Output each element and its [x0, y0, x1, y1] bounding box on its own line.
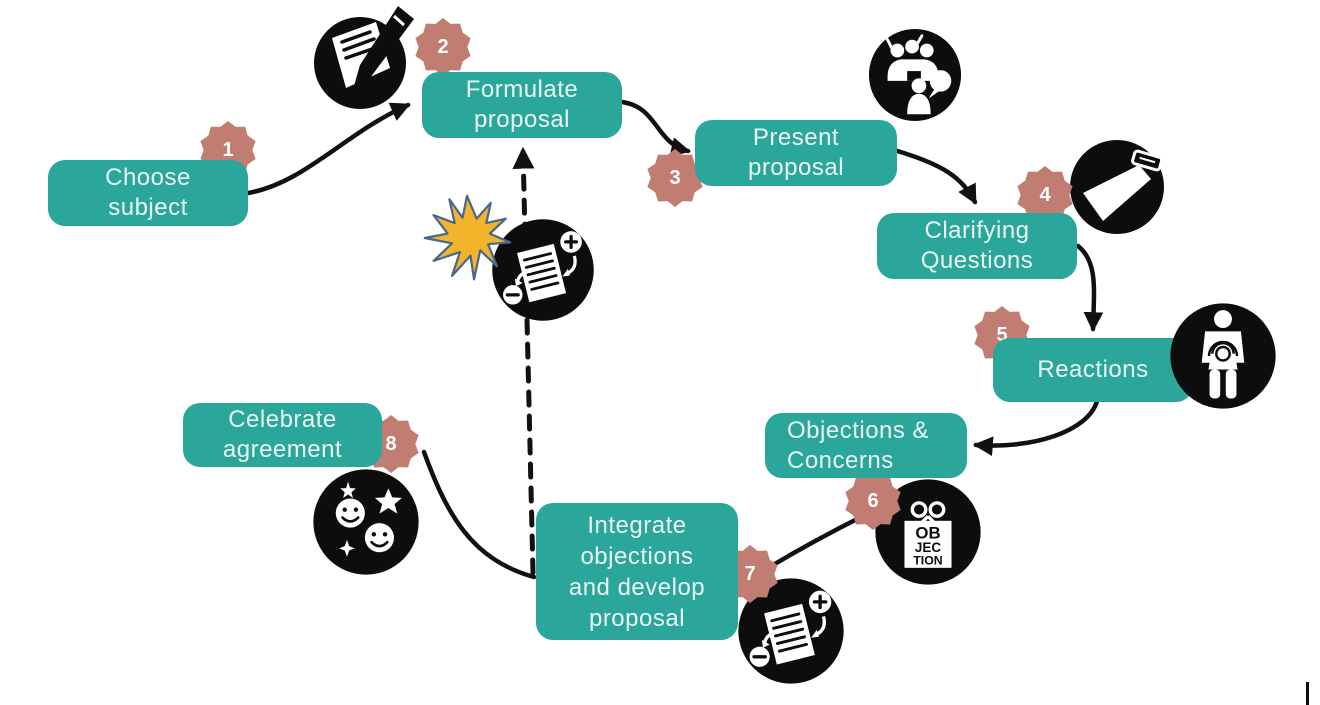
badge-number: 5	[996, 323, 1008, 346]
objection-text-line2: JEC	[915, 540, 941, 555]
celebration-smileys-icon	[310, 466, 422, 578]
badge-number: 3	[669, 166, 681, 189]
arrow-2-3	[619, 99, 691, 157]
revise-proposal-icon	[735, 575, 847, 687]
arrow-6-7	[765, 512, 868, 571]
step-box-formulate-proposal: Formulate proposal	[422, 72, 622, 138]
dashed-loop-arrow	[512, 146, 536, 576]
objection-text-line1: OB	[915, 524, 940, 543]
gut-feeling-body-icon	[1167, 300, 1279, 412]
arrow-7-8	[421, 449, 537, 580]
step-box-choose-subject: Choose subject	[48, 160, 248, 226]
arrow-3-4	[891, 147, 978, 205]
objection-gift-icon: OB JEC TION	[872, 476, 984, 588]
step-box-celebrate-agreement: Celebrate agreement	[183, 403, 382, 467]
revise-proposal-center-icon	[489, 216, 597, 324]
group-discussion-icon	[866, 26, 964, 124]
badge-number: 2	[437, 35, 449, 58]
arrow-1-2	[245, 102, 411, 196]
arrow-5-6	[973, 398, 1100, 457]
starburst-icon	[423, 194, 512, 282]
step-box-reactions: Reactions	[993, 338, 1193, 402]
step-box-integrate-objections: Integrate objections and develop proposa…	[536, 503, 738, 640]
badge-number: 1	[222, 138, 234, 161]
arrow-4-5	[1075, 243, 1104, 332]
step-box-present-proposal: Present proposal	[695, 120, 897, 186]
text-cursor-artifact	[1306, 682, 1309, 705]
notepad-pencil-icon	[310, 6, 418, 114]
flashlight-icon	[1067, 137, 1167, 237]
badge-number: 8	[385, 432, 397, 455]
badge-number: 4	[1039, 183, 1051, 206]
step-box-clarifying-questions: Clarifying Questions	[877, 213, 1077, 279]
badge-number: 6	[867, 489, 879, 512]
step-box-objections-concerns: Objections & Concerns	[765, 413, 967, 478]
objection-text-line3: TION	[913, 553, 943, 567]
badge-number: 7	[744, 562, 756, 585]
